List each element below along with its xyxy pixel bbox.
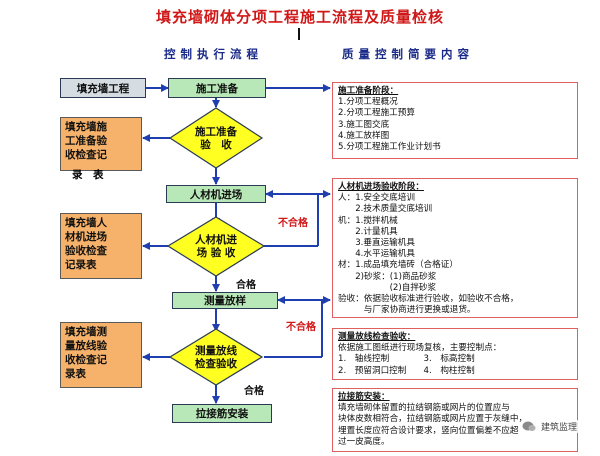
diamond-prep-check [168, 107, 264, 169]
flow-box-rebar: 拉接筋安装 [172, 404, 272, 423]
panel-rebar: 拉接筋安装： 填充墙砌体留置的拉结钢筋或网片的位置应与 块体皮数相符合，拉结钢筋… [332, 388, 578, 452]
diamond-survey-check [168, 328, 264, 386]
diamond-survey-text: 测量放线 检查验收 [195, 345, 237, 370]
label-fail-1: 不合格 [278, 218, 308, 229]
start-box: 填充墙工程 [60, 78, 146, 98]
flow-box-survey: 测量放样 [172, 292, 278, 309]
header-right: 质量控制简要内容 [342, 47, 474, 61]
header-left: 控制执行流程 [164, 47, 263, 61]
flow-box-prep: 施工准备 [168, 78, 266, 98]
panel-survey: 测量放线检查验收： 依据施工图纸进行现场复核，主要控制点： 1. 轴线控制 3.… [332, 328, 578, 380]
chat-bubble-icon [522, 421, 536, 431]
diamond-prep-text: 施工准备 验 收 [195, 126, 237, 151]
record-box-prep-tail: 录 表 [72, 169, 104, 181]
record-box-entry: 填充墙人 材机进场 验收检查 记录表 [60, 213, 142, 279]
page-title: 填充墙砌体分项工程施工流程及质量检核 [155, 8, 444, 26]
label-pass-2: 合格 [244, 386, 264, 397]
text-cursor [298, 28, 300, 40]
label-fail-2: 不合格 [286, 322, 316, 333]
diamond-entry-check [166, 216, 266, 277]
diamond-entry-text: 人材机进 场 验 收 [195, 234, 237, 259]
flow-box-entry: 人材机进场 [166, 185, 266, 203]
record-box-survey: 填充墙测 量放线验 收检查记 录表 [60, 322, 142, 388]
panel-entry: 人材机进场验收阶段： 人：1.安全交底培训 2.技术质量交底培训 机：1.搅拌机… [332, 178, 578, 318]
label-pass-1: 合格 [236, 280, 256, 291]
panel-prep: 施工准备阶段： 1.分项工程概况 2.分项工程施工预算 3.施工图交底 4.施工… [332, 82, 578, 159]
watermark: 建筑监理 [522, 420, 580, 433]
record-box-prep: 填充墙施 工准备验 收检查记 [60, 117, 142, 171]
